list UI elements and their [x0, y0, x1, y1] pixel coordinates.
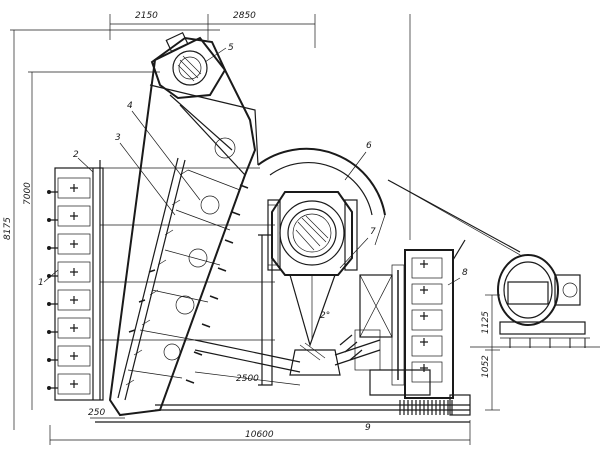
adjusting-block [359, 239, 466, 399]
eccentric-shaft [267, 191, 358, 376]
flywheel [257, 147, 386, 246]
crusher-frame [100, 84, 279, 386]
dim-angle: 2° [320, 311, 330, 321]
callout-6: 6 [366, 141, 372, 151]
dim-bottom-offset: 250 [88, 408, 105, 418]
dim-motor-height: 1125 [481, 311, 491, 334]
fixed-jaw-liner [47, 160, 104, 401]
callout-4: 4 [127, 101, 133, 111]
callout-9: 9 [365, 423, 371, 433]
toggle-mechanism [155, 329, 471, 416]
dim-top-right: 2850 [233, 11, 256, 21]
dimension-lines [10, 14, 500, 445]
dim-overall-height: 8175 [3, 217, 13, 240]
callout-5: 5 [228, 43, 234, 53]
dim-overall-length: 10600 [245, 430, 274, 440]
top-bearing [150, 31, 227, 100]
drive-motor [387, 179, 600, 348]
callout-3: 3 [115, 133, 121, 143]
callouts: 1 2 3 4 5 6 7 8 9 [38, 43, 468, 433]
dim-liner-height: 7000 [23, 182, 33, 205]
callout-8: 8 [462, 268, 468, 278]
swing-jaw [108, 36, 257, 417]
callout-1: 1 [38, 278, 44, 288]
dim-rod-length: 2500 [236, 374, 259, 384]
callout-7: 7 [370, 227, 376, 237]
callout-2: 2 [73, 150, 79, 160]
dim-base-height: 1052 [481, 355, 491, 378]
dim-top-left: 2150 [135, 11, 158, 21]
